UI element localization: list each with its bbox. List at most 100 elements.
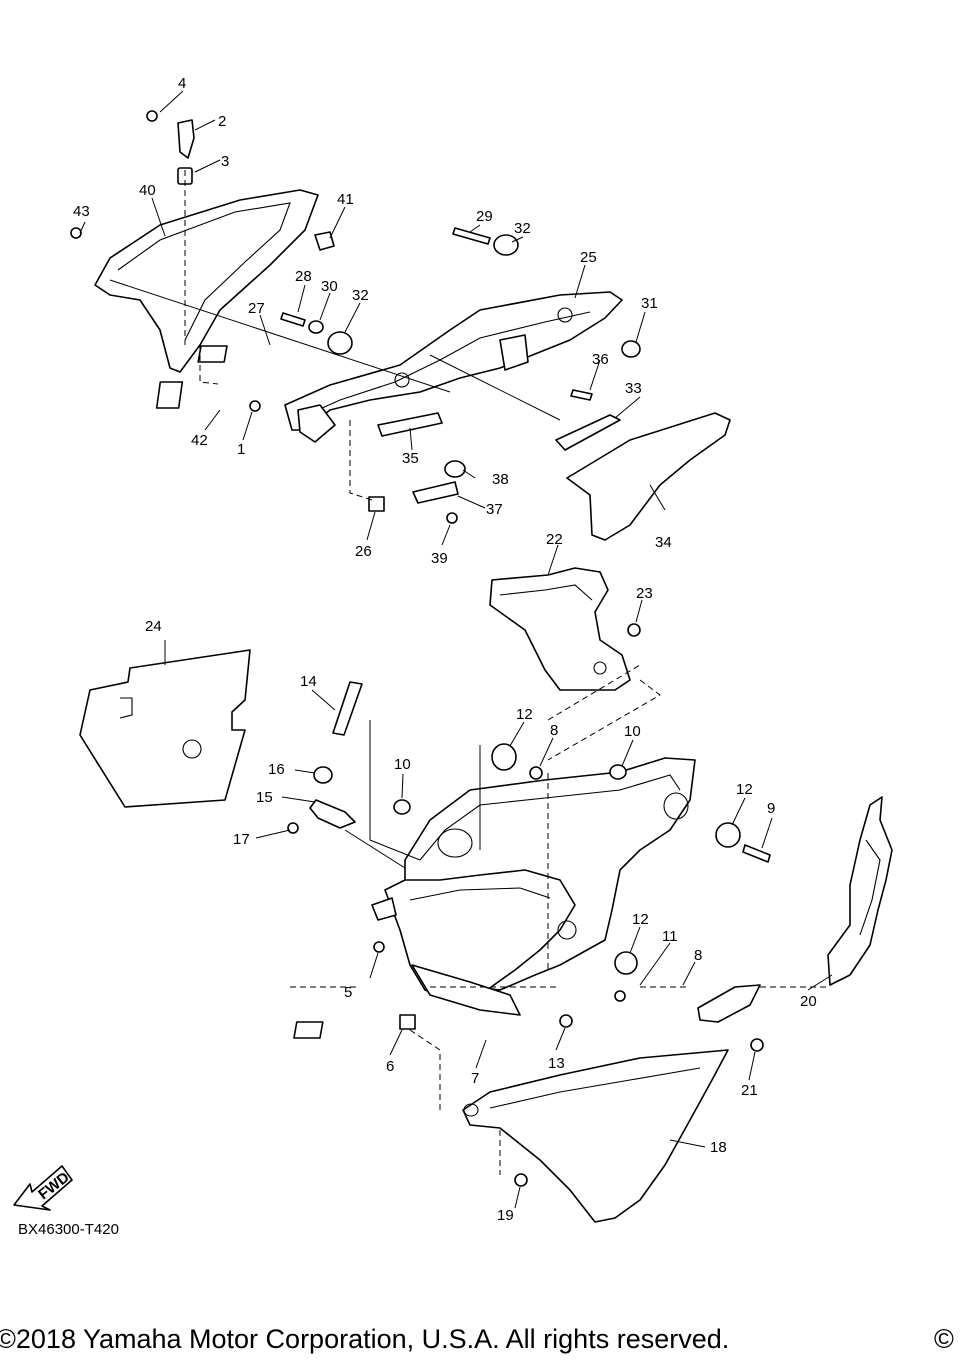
- guide-line-4: [109, 279, 451, 393]
- callout-37: 37: [486, 501, 503, 518]
- part-25-hole-2: [557, 307, 573, 323]
- guide-line-9: [369, 720, 421, 861]
- callout-labels: 1 2 3 4 5 6 7 8 8 9 10 10 11 12 12 12 12…: [73, 75, 817, 1224]
- guide-line-2: [199, 345, 219, 385]
- callout-31: 31: [641, 295, 658, 312]
- callout-14: 14: [300, 673, 317, 690]
- part-14-strip: [332, 681, 363, 736]
- part-4-screw: [146, 110, 158, 122]
- callout-18: 18: [710, 1139, 727, 1156]
- part-2-bracket: [177, 119, 195, 159]
- part-18-inner: [489, 1067, 701, 1109]
- part-18-cover: [462, 1049, 729, 1223]
- diagram-code: BX46300-T420: [18, 1221, 119, 1238]
- callout-22: 22: [546, 531, 563, 548]
- guide-line-3: [349, 420, 373, 501]
- callout-12c: 12: [632, 911, 649, 928]
- part-6-nut: [399, 1014, 416, 1030]
- callout-12b: 12: [736, 781, 753, 798]
- parts-diagram: FWD 1 2 3 4 5 6 7 8 8 9 10 10 11 12 12 1…: [13, 75, 893, 1224]
- part-21-clip: [697, 984, 761, 1023]
- guide-line-13: [547, 679, 661, 761]
- part-8-screw-a: [529, 766, 543, 780]
- part-main-hole-right: [663, 792, 689, 820]
- callout-30: 30: [321, 278, 338, 295]
- part-28-bolt: [280, 312, 306, 327]
- part-33-strip: [555, 414, 621, 451]
- callout-20: 20: [800, 993, 817, 1010]
- part-25-hole: [394, 372, 410, 388]
- callout-27: 27: [248, 300, 265, 317]
- callout-4: 4: [178, 75, 186, 92]
- callout-40: 40: [139, 182, 156, 199]
- callout-29: 29: [476, 208, 493, 225]
- callout-3: 3: [221, 153, 229, 170]
- callout-34: 34: [655, 534, 672, 551]
- part-22-hole: [593, 661, 607, 675]
- callout-41: 41: [337, 191, 354, 208]
- part-13-collar: [559, 1014, 573, 1028]
- part-38-grommet: [444, 460, 466, 478]
- callout-28: 28: [295, 268, 312, 285]
- callout-17: 17: [233, 831, 250, 848]
- fwd-arrow-icon: FWD: [13, 1165, 73, 1211]
- part-24-notch: [119, 697, 133, 719]
- part-15-bracket: [309, 799, 356, 829]
- part-20-cover: [827, 796, 893, 986]
- callout-10a: 10: [394, 756, 411, 773]
- part-40-side-cover: [94, 189, 319, 373]
- part-39-screw: [446, 512, 458, 524]
- callout-25: 25: [580, 249, 597, 266]
- callout-33: 33: [625, 380, 642, 397]
- callout-32a: 32: [514, 220, 531, 237]
- part-24-side-cover: [79, 649, 251, 808]
- callout-42: 42: [191, 432, 208, 449]
- callout-10b: 10: [624, 723, 641, 740]
- guide-line-10: [344, 829, 406, 869]
- part-36-bolt: [570, 389, 593, 401]
- callout-9: 9: [767, 800, 775, 817]
- callout-15: 15: [256, 789, 273, 806]
- callout-38: 38: [492, 471, 509, 488]
- part-43-screw: [70, 227, 82, 239]
- part-22-bracket: [489, 567, 631, 691]
- part-main-frame: [384, 869, 576, 1001]
- part-12-grommet-b: [715, 822, 741, 848]
- part-main-inner-rim: [419, 774, 681, 861]
- part-8-screw-b: [614, 990, 626, 1002]
- callout-8b: 8: [694, 947, 702, 964]
- part-20-inner: [859, 839, 881, 936]
- callout-19: 19: [497, 1207, 514, 1224]
- part-25-clip: [297, 404, 336, 443]
- callout-21: 21: [741, 1082, 758, 1099]
- callout-8a: 8: [550, 722, 558, 739]
- part-17-screw: [287, 822, 299, 834]
- part-main-lower: [411, 964, 521, 1016]
- part-23-nut: [627, 623, 641, 637]
- part-9-bolt: [742, 844, 771, 863]
- part-40-inner-edge: [117, 202, 291, 341]
- callout-24: 24: [145, 618, 162, 635]
- part-21-screw: [750, 1038, 764, 1052]
- part-16-grommet: [313, 766, 333, 784]
- callout-6: 6: [386, 1058, 394, 1075]
- part-19-screw: [514, 1173, 528, 1187]
- callout-11: 11: [662, 928, 678, 945]
- part-main-hole-left: [437, 828, 473, 858]
- callout-16: 16: [268, 761, 285, 778]
- callout-39: 39: [431, 550, 448, 567]
- part-42-pad: [155, 381, 184, 409]
- part-24-hole: [182, 739, 202, 759]
- callout-13: 13: [548, 1055, 565, 1072]
- part-10-collar-a: [393, 799, 411, 815]
- part-32-grommet: [493, 234, 519, 256]
- part-5-screw: [373, 941, 385, 953]
- part-27-nut: [197, 345, 228, 363]
- part-41-clip: [314, 231, 335, 251]
- part-26-nut: [368, 496, 385, 512]
- part-34-cover: [566, 412, 731, 541]
- part-35-strip: [377, 412, 443, 437]
- callout-36: 36: [592, 351, 609, 368]
- callout-23: 23: [636, 585, 653, 602]
- part-31-collar: [621, 340, 641, 358]
